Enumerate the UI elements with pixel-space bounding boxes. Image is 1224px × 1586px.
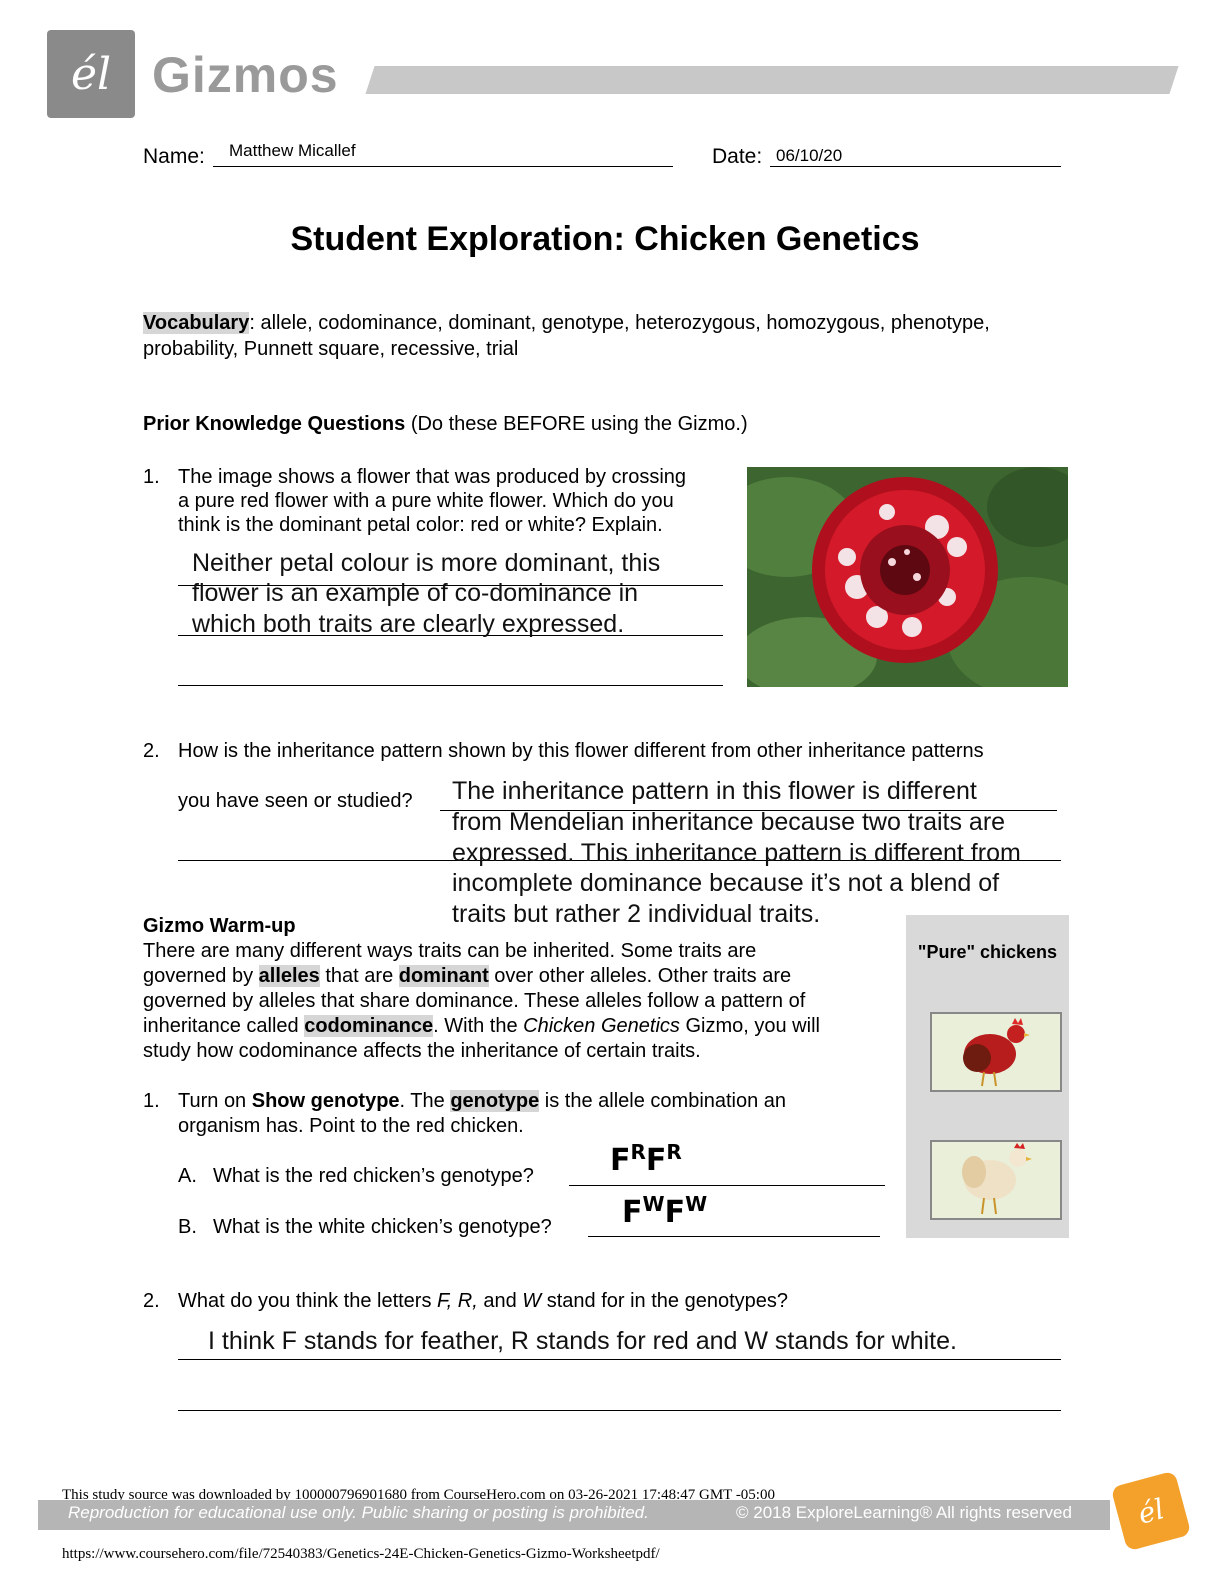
question-b-label: B. (178, 1216, 197, 1238)
footer-band (38, 1500, 1110, 1530)
warmup-q1-number: 1. (143, 1090, 160, 1112)
q2-answer-text2[interactable]: from Mendelian inheritance because two t… (452, 808, 1006, 836)
warmup-q2-text: What do you think the letters F, R, and … (178, 1290, 789, 1312)
warmup-q2-line2 (178, 1410, 1061, 1411)
q2-line2: you have seen or studied? (178, 790, 413, 812)
question-a-text: What is the red chicken’s genotype? (213, 1165, 534, 1187)
date-label: Date: (712, 145, 763, 168)
name-line (213, 166, 673, 167)
white-chicken-box[interactable] (930, 1140, 1062, 1220)
q1-line2: a pure red flower with a pure white flow… (178, 490, 674, 512)
vocabulary-line1: Vocabulary: allele, codominance, dominan… (143, 312, 990, 334)
prior-heading: Prior Knowledge Questions (Do these BEFO… (143, 413, 748, 435)
q1-answer-text3[interactable]: which both traits are clearly expressed. (192, 610, 625, 638)
q2-answer-line1 (440, 810, 1057, 811)
warmup-q2-line1 (178, 1359, 1061, 1360)
q1-answer-text1[interactable]: Neither petal colour is more dominant, t… (192, 549, 661, 577)
red-chicken-icon (963, 1018, 1030, 1087)
warmup-line1: There are many different ways traits can… (143, 940, 757, 962)
date-line (770, 166, 1061, 167)
red-chicken-box[interactable] (930, 1012, 1062, 1092)
white-genotype-answer[interactable]: FWFW (622, 1192, 708, 1230)
warmup-line2: governed by alleles that are dominant ov… (143, 965, 792, 987)
warmup-line3: governed by alleles that share dominance… (143, 990, 806, 1012)
date-value[interactable]: 06/10/20 (776, 146, 843, 165)
q2-answer-text3[interactable]: expressed. This inheritance pattern is d… (452, 839, 1021, 867)
question-b-line (588, 1236, 880, 1237)
q2-line1: How is the inheritance pattern shown by … (178, 740, 984, 762)
warmup-line5: study how codominance affects the inheri… (143, 1040, 701, 1062)
download-note: This study source was downloaded by 1000… (62, 1487, 775, 1503)
warmup-q2-answer[interactable]: I think F stands for feather, R stands f… (208, 1327, 957, 1355)
gizmos-brand: Gizmos (152, 47, 339, 103)
warmup-line4: inheritance called codominance. With the… (143, 1015, 820, 1037)
q1-answer-line1 (178, 585, 723, 586)
q2-answer-text5[interactable]: traits but rather 2 individual traits. (452, 900, 821, 928)
question-a-label: A. (178, 1165, 197, 1187)
name-value[interactable]: Matthew Micallef (229, 141, 356, 160)
pure-chickens-panel: "Pure" chickens (906, 915, 1069, 1238)
q1-answer-line2 (178, 635, 723, 636)
explorelearning-badge-icon: él (1110, 1470, 1192, 1552)
warmup-q1-line2: organism has. Point to the red chicken. (178, 1115, 524, 1137)
reproduction-note: Reproduction for educational use only. P… (68, 1503, 649, 1522)
vocabulary-line2: probability, Punnett square, recessive, … (143, 338, 519, 360)
q1-answer-line3 (178, 685, 723, 686)
name-label: Name: (143, 145, 205, 168)
warmup-q2-number: 2. (143, 1290, 160, 1312)
q1-number: 1. (143, 466, 160, 488)
white-chicken-icon (962, 1143, 1032, 1215)
q1-answer-text2[interactable]: flower is an example of co-dominance in (192, 579, 639, 607)
warmup-heading: Gizmo Warm-up (143, 915, 296, 937)
explorelearning-logo: él (47, 30, 135, 118)
source-url[interactable]: https://www.coursehero.com/file/72540383… (62, 1546, 660, 1562)
dahlia-flower-image (747, 467, 1068, 687)
q2-number: 2. (143, 740, 160, 762)
q1-line1: The image shows a flower that was produc… (178, 466, 687, 488)
q2-answer-text4[interactable]: incomplete dominance because it’s not a … (452, 869, 1000, 897)
copyright-note: © 2018 ExploreLearning® All rights reser… (736, 1503, 1072, 1522)
question-a-line (569, 1185, 885, 1186)
red-genotype-answer[interactable]: FRFR (610, 1140, 682, 1178)
q2-answer-line2 (178, 860, 1061, 861)
page-title: Student Exploration: Chicken Genetics (290, 220, 920, 258)
header-bar (365, 66, 1179, 94)
pure-chickens-title: "Pure" chickens (917, 942, 1058, 962)
q2-answer-text1[interactable]: The inheritance pattern in this flower i… (452, 777, 977, 805)
q1-line3: think is the dominant petal color: red o… (178, 514, 663, 536)
warmup-q1-line1: Turn on Show genotype. The genotype is t… (178, 1090, 787, 1112)
question-b-text: What is the white chicken’s genotype? (213, 1216, 552, 1238)
vocabulary-label: Vocabulary (143, 312, 250, 334)
